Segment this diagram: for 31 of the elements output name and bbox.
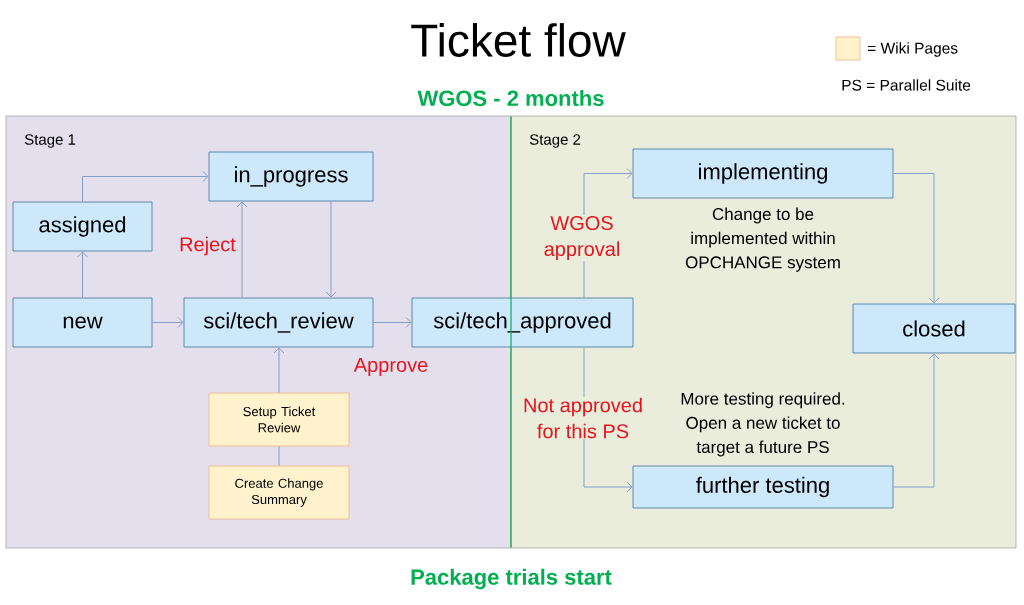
title: Ticket flow (411, 23, 626, 57)
legend-text: = Wiki Pages (867, 42, 958, 57)
phase-label: Package trials start (411, 568, 612, 590)
connector-line (278, 445, 280, 467)
state-box: in_progress (208, 151, 374, 202)
edge-label: WGOS approval (535, 214, 629, 262)
arrow (892, 353, 940, 488)
legend-note: PS = Parallel Suite (842, 79, 971, 91)
arrow (372, 317, 412, 328)
edge-label: Approve (352, 357, 430, 377)
task-box: Setup Ticket Review (208, 392, 350, 447)
state-box: assigned (12, 201, 153, 252)
edge-label: Not approved for this PS (516, 396, 650, 440)
state-box: closed (852, 303, 1016, 354)
arrow (325, 200, 337, 298)
state-box: further testing (632, 465, 894, 509)
state-box: new (12, 297, 153, 348)
task-box: Create Change Summary (208, 465, 350, 520)
state-box: sci/tech_approved (411, 297, 634, 348)
state-box: implementing (632, 148, 894, 199)
arrow (82, 171, 209, 203)
arrow (273, 347, 285, 394)
phase-label: WGOS - 2 months (417, 89, 604, 107)
caption-text: More testing required. Open a new ticket to target a future PS (681, 392, 845, 457)
arrow (77, 251, 88, 299)
edge-label: Reject (178, 235, 237, 257)
arrow (151, 317, 184, 328)
caption-text: Change to be implemented within OPCHANGE system (685, 207, 840, 272)
arrow (892, 173, 940, 304)
arrow (236, 201, 248, 299)
state-box: sci/tech_review (183, 297, 374, 348)
